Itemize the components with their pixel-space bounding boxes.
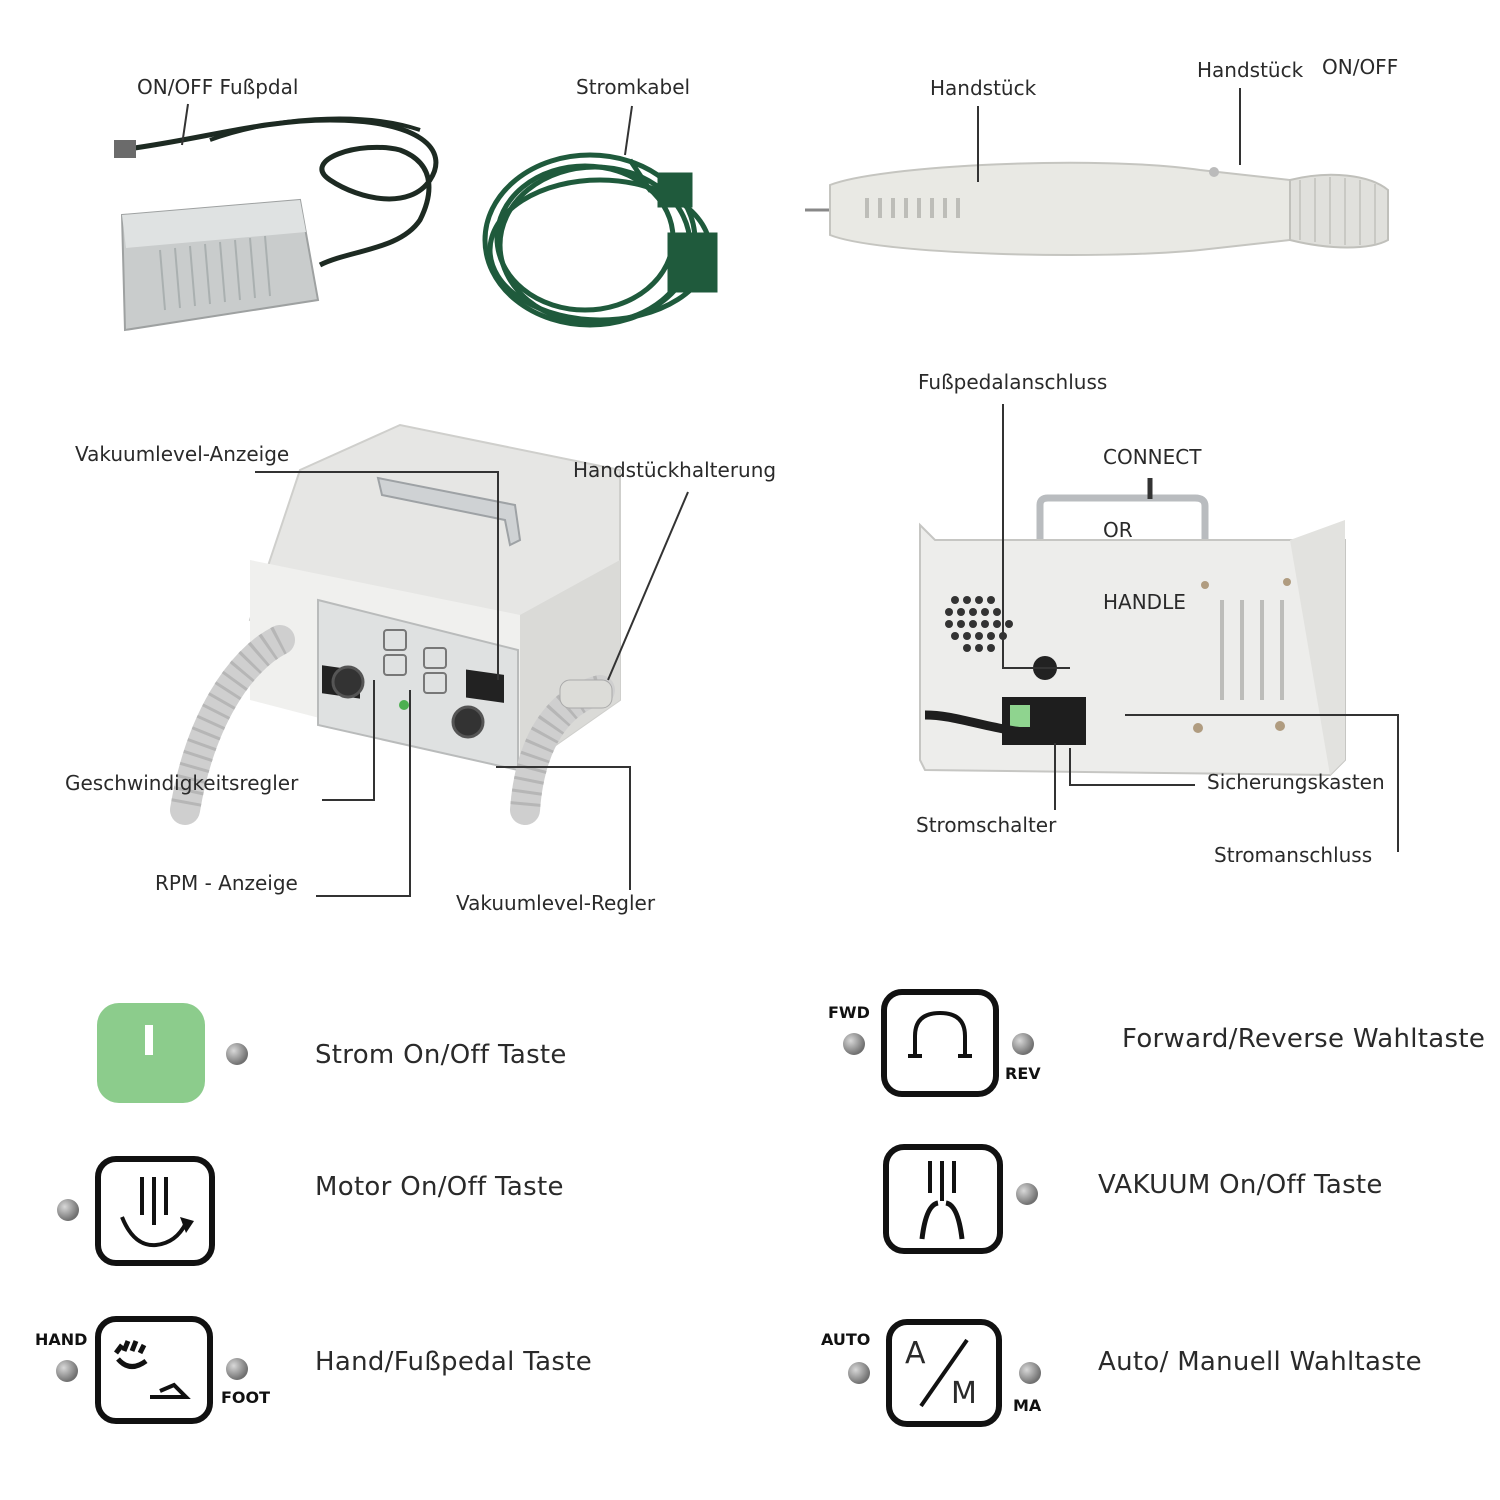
fuse-box-label: Sicherungskasten <box>1207 770 1385 794</box>
handle-label: HANDLE <box>1103 590 1186 614</box>
manual-glyph: M <box>951 1376 977 1411</box>
power-button-icon <box>97 1003 205 1103</box>
vacuum-level-display-label: Vakuumlevel-Anzeige <box>75 442 290 466</box>
indicator-led <box>1016 1183 1038 1205</box>
indicator-led <box>843 1033 865 1055</box>
vacuum-icon <box>883 1144 1003 1254</box>
footpedal-onoff-label: ON/OFF Fußpdal <box>137 75 299 99</box>
legend-label-power: Strom On/Off Taste <box>315 1040 567 1070</box>
auto-tag: AUTO <box>821 1330 871 1349</box>
rev-tag: REV <box>1005 1064 1041 1083</box>
fwd-tag: FWD <box>828 1003 870 1022</box>
speed-control-label: Geschwindigkeitsregler <box>65 771 299 795</box>
power-cable-label: Stromkabel <box>576 75 691 99</box>
indicator-led <box>848 1362 870 1384</box>
hand-tag: HAND <box>35 1330 88 1349</box>
connect-label: CONNECT <box>1103 445 1202 469</box>
rpm-display-label: RPM - Anzeige <box>155 871 298 895</box>
auto-glyph: A <box>905 1336 926 1371</box>
indicator-led <box>1012 1033 1034 1055</box>
indicator-led <box>1019 1362 1041 1384</box>
legend-label-motor: Motor On/Off Taste <box>315 1172 564 1202</box>
legend-label-vacuum: VAKUUM On/Off Taste <box>1098 1170 1383 1200</box>
vacuum-level-control-label: Vakuumlevel-Regler <box>456 891 656 915</box>
handpiece-holder-label: Handstückhalterung <box>573 458 777 482</box>
forward-reverse-icon <box>881 989 999 1097</box>
handpiece-onoff-label-a: Handstück <box>1197 58 1304 82</box>
power-cable-image <box>482 152 718 328</box>
device-back-image <box>919 494 1346 777</box>
or-label: OR <box>1103 518 1133 542</box>
indicator-led <box>226 1043 248 1065</box>
auto-manual-icon: A M <box>885 1318 1003 1428</box>
hand-foot-icon <box>95 1316 213 1424</box>
device-front-image <box>170 423 621 825</box>
power-connection-label: Stromanschluss <box>1214 843 1373 867</box>
handpiece-onoff-label-b: ON/OFF <box>1322 55 1399 79</box>
foot-tag: FOOT <box>221 1388 271 1407</box>
foot-pedal-image <box>114 116 439 332</box>
legend-label-auto-manual: Auto/ Manuell Wahltaste <box>1098 1347 1422 1377</box>
footpedal-port-label: Fußpedalanschluss <box>918 370 1108 394</box>
motor-icon <box>95 1156 215 1266</box>
leader-lines <box>181 88 1399 897</box>
indicator-led <box>57 1199 79 1221</box>
indicator-led <box>226 1358 248 1380</box>
handpiece-label: Handstück <box>930 76 1037 100</box>
ma-tag: MA <box>1013 1396 1042 1415</box>
power-switch-label: Stromschalter <box>916 813 1057 837</box>
legend-label-fwd-rev: Forward/Reverse Wahltaste <box>1122 1024 1486 1054</box>
handpiece-image <box>805 161 1389 256</box>
indicator-led <box>56 1360 78 1382</box>
legend-label-hand-foot: Hand/Fußpedal Taste <box>315 1347 592 1377</box>
